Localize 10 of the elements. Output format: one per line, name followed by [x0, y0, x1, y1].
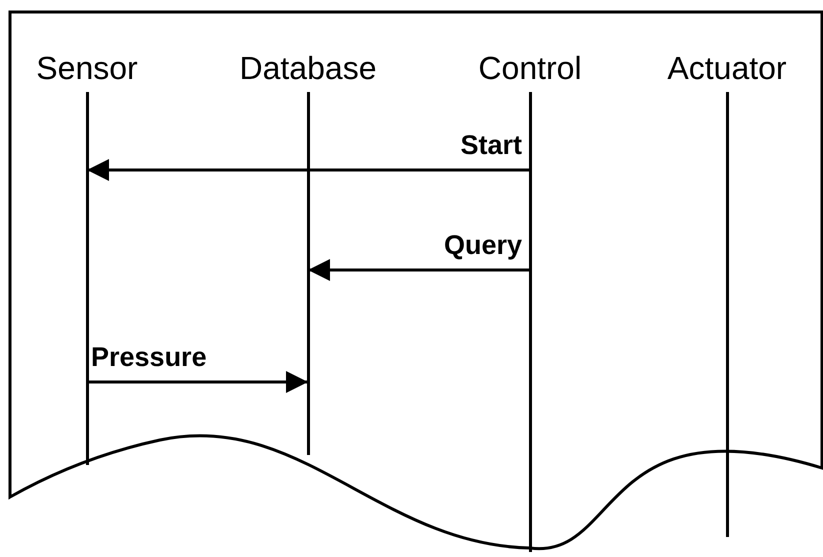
message-label: Query	[444, 230, 522, 260]
participant-label: Control	[478, 50, 582, 86]
participant-label: Sensor	[36, 50, 138, 86]
arrow	[87, 159, 530, 181]
message-label: Start	[460, 130, 522, 160]
participant-label: Actuator	[667, 50, 787, 86]
arrow	[308, 259, 530, 281]
message-label: Pressure	[91, 342, 207, 372]
arrow	[87, 371, 308, 393]
participant-label: Database	[240, 50, 376, 86]
